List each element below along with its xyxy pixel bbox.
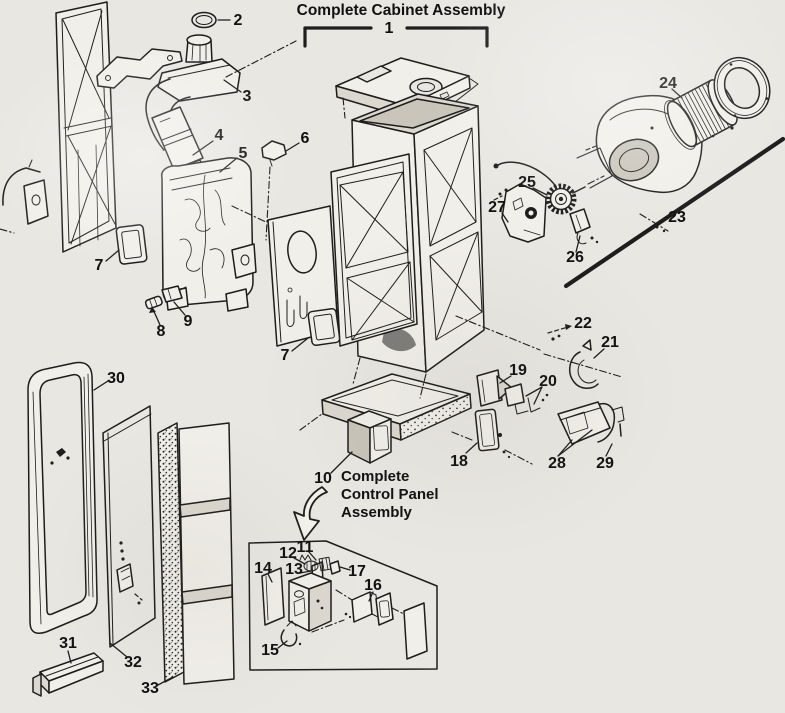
control-box bbox=[347, 410, 392, 464]
part-label-28: 28 bbox=[548, 455, 566, 472]
part-label-29: 29 bbox=[596, 455, 614, 472]
limit-control bbox=[557, 401, 625, 445]
control-panel-title-line3: Assembly bbox=[341, 504, 412, 521]
part-label-13: 13 bbox=[285, 561, 303, 578]
part-label-7: 7 bbox=[280, 347, 290, 364]
part-label-27: 27 bbox=[488, 199, 506, 216]
part-label-21: 21 bbox=[601, 334, 619, 351]
gasket-lower bbox=[307, 307, 341, 347]
part-label-32: 32 bbox=[124, 654, 142, 671]
part-label-1: 1 bbox=[384, 20, 394, 37]
part-label-9: 9 bbox=[183, 313, 193, 330]
curved-arrow bbox=[293, 486, 328, 541]
projection-lines bbox=[225, 40, 541, 351]
part-label-4: 4 bbox=[214, 127, 224, 144]
leader-lines bbox=[67, 79, 683, 686]
part-label-7: 7 bbox=[94, 257, 104, 274]
control-panel-assembly-title: Complete Control Panel Assembly bbox=[341, 468, 439, 522]
insulation-panel bbox=[157, 422, 235, 685]
base-trim bbox=[32, 652, 104, 697]
part-label-5: 5 bbox=[238, 145, 248, 162]
gasket-upper bbox=[115, 224, 148, 265]
back-panel bbox=[55, 1, 117, 253]
part-label-19: 19 bbox=[509, 362, 527, 379]
part-label-26: 26 bbox=[566, 249, 584, 266]
inlet-ring bbox=[713, 56, 771, 120]
blower-mounting-plate bbox=[493, 183, 547, 243]
part-label-3: 3 bbox=[242, 88, 252, 105]
left-edge-bracket bbox=[0, 159, 49, 234]
part-label-18: 18 bbox=[450, 453, 468, 470]
part-label-10: 10 bbox=[314, 470, 332, 487]
cabinet-front-panel bbox=[330, 153, 418, 347]
bracket-pair bbox=[504, 383, 549, 415]
clamp-ring bbox=[543, 339, 623, 389]
control-panel-detail-box bbox=[248, 540, 438, 671]
part-label-15: 15 bbox=[261, 642, 279, 659]
draft-hood bbox=[145, 34, 241, 151]
part-label-2: 2 bbox=[233, 12, 243, 29]
z-bracket bbox=[96, 48, 183, 89]
part-label-24: 24 bbox=[659, 75, 677, 92]
part-label-12: 12 bbox=[279, 545, 297, 562]
ring-gasket bbox=[191, 11, 231, 29]
pilot-bracket bbox=[261, 140, 287, 241]
fitting-part bbox=[161, 285, 187, 303]
part-label-25: 25 bbox=[518, 174, 536, 191]
part-label-33: 33 bbox=[141, 680, 159, 697]
access-cover bbox=[474, 408, 533, 465]
pilot-shield bbox=[476, 369, 513, 407]
part-label-11: 11 bbox=[296, 539, 314, 556]
screw-pair bbox=[547, 324, 572, 341]
part-label-22: 22 bbox=[574, 315, 592, 332]
part-label-8: 8 bbox=[156, 323, 166, 340]
part-label-23: 23 bbox=[668, 209, 686, 226]
cabinet-assembly-title: Complete Cabinet Assembly bbox=[296, 2, 506, 19]
part-label-14: 14 bbox=[254, 560, 272, 577]
orifice-part bbox=[144, 295, 163, 310]
door-panel bbox=[102, 405, 156, 648]
part-label-31: 31 bbox=[59, 635, 77, 652]
blower-motor bbox=[493, 161, 586, 215]
part-label-6: 6 bbox=[300, 130, 310, 147]
door-frame bbox=[27, 361, 98, 634]
heat-exchanger bbox=[160, 157, 257, 312]
title-bracket bbox=[303, 26, 489, 48]
part-label-30: 30 bbox=[107, 370, 125, 387]
blower-shaft-rod bbox=[563, 136, 785, 289]
motor-bracket bbox=[569, 208, 599, 245]
control-panel-title-line2: Control Panel bbox=[341, 486, 439, 503]
part-label-16: 16 bbox=[364, 577, 382, 594]
part-label-17: 17 bbox=[348, 563, 366, 580]
control-panel-title-line1: Complete bbox=[341, 468, 410, 485]
part-label-20: 20 bbox=[539, 373, 557, 390]
